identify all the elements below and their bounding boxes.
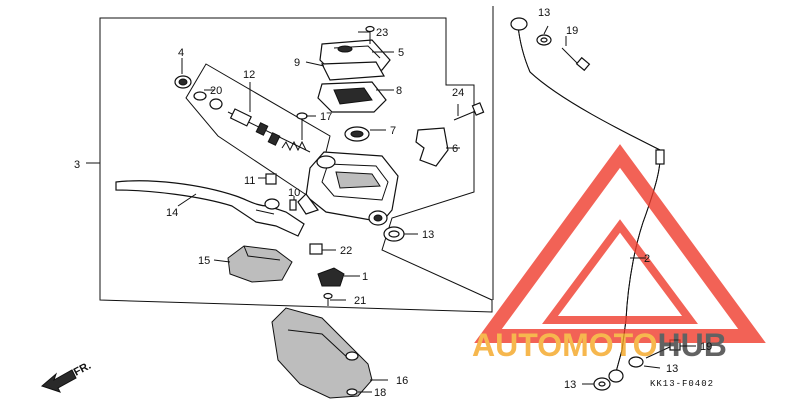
piston-kit — [227, 108, 311, 153]
washer-13-top — [536, 34, 552, 46]
washer-13-body — [383, 226, 405, 242]
boot — [344, 126, 370, 142]
callout-22: 21 — [354, 295, 366, 307]
screw-18 — [346, 388, 358, 396]
watermark-inner-triangle — [542, 219, 698, 324]
callout-1: 1 — [362, 271, 368, 283]
stop-switch — [317, 267, 345, 287]
brake-lever — [115, 180, 305, 237]
bolt-17 — [296, 112, 308, 140]
direction-label: FR. — [72, 360, 93, 379]
switch-bracket — [227, 245, 293, 283]
callout-14: 14 — [166, 207, 178, 219]
callout-3: 3 — [74, 159, 80, 171]
lever-guard — [271, 307, 373, 399]
direction-indicator: FR. — [41, 360, 93, 393]
front-arrow-icon — [41, 369, 77, 393]
bolt-24 — [453, 102, 485, 121]
callouts: 23 5 9 8 7 6 24 17 12 4 20 11 10 3 14 15… — [74, 7, 712, 399]
snap-ring — [193, 91, 223, 110]
callout-7: 7 — [390, 125, 396, 137]
callout-13-top: 13 — [538, 7, 550, 19]
pin-10 — [289, 199, 297, 211]
callout-8: 8 — [396, 85, 402, 97]
plate — [321, 61, 385, 81]
callout-15: 15 — [198, 255, 210, 267]
callout-13-body: 13 — [422, 229, 434, 241]
nut-23 — [309, 243, 323, 255]
washer-13-lower — [593, 356, 644, 391]
callout-19-top: 19 — [566, 25, 578, 37]
callout-23: 22 — [340, 245, 352, 257]
callout-17: 17 — [320, 111, 332, 123]
watermark-triangle — [474, 144, 766, 343]
holder — [415, 127, 449, 167]
callout-24: 24 — [452, 87, 464, 99]
dust-boot — [174, 75, 192, 89]
callout-18: 18 — [374, 387, 386, 399]
callout-13-bottom: 13 — [564, 379, 576, 391]
callout-21: 23 — [376, 27, 388, 39]
callout-9: 9 — [294, 57, 300, 69]
screw-22 — [323, 292, 333, 306]
callout-16: 16 — [396, 375, 408, 387]
callout-4: 4 — [178, 47, 184, 59]
watermark-brand-part1: AUTOMOTO — [472, 327, 657, 363]
callout-20: 20 — [210, 85, 222, 97]
callout-12: 12 — [243, 69, 255, 81]
brake-hose — [510, 17, 665, 383]
lever-group-outline — [185, 63, 331, 201]
diagram-code: KK13-F0402 — [650, 379, 714, 389]
callout-6: 6 — [452, 143, 458, 155]
callout-5: 5 — [398, 47, 404, 59]
leader-lines — [177, 25, 696, 393]
callout-19-bottom: 19 — [700, 341, 712, 353]
bolt-19-top — [561, 47, 591, 72]
watermark: AUTOMOTO HUB — [472, 144, 766, 363]
diaphragm — [317, 81, 387, 113]
watermark-brand-part2: HUB — [658, 327, 727, 363]
callout-11: 11 — [244, 175, 255, 187]
master-cylinder-body — [297, 151, 399, 226]
callout-2: 2 — [644, 253, 650, 265]
assembly-outline — [99, 17, 493, 313]
nut-11 — [265, 173, 277, 185]
callout-10: 10 — [288, 187, 300, 199]
callout-13-lower: 13 — [666, 363, 678, 375]
